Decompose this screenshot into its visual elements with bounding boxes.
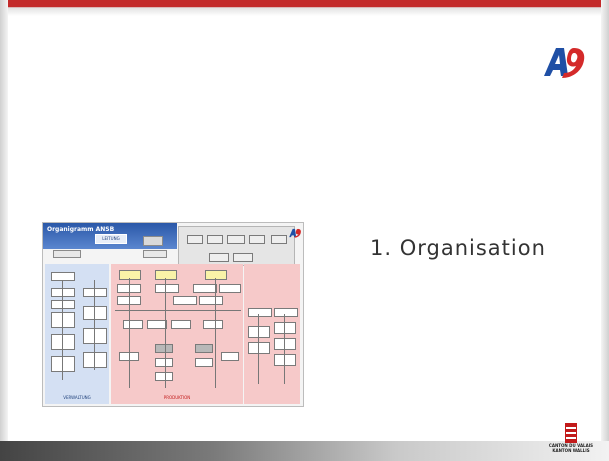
connector-line [258,314,259,384]
org-box [173,296,197,305]
unit-box [155,344,173,353]
unit-box [195,344,213,353]
org-chart-title: Organigramm ANSB [47,226,115,233]
canton-valais-flag-icon [565,423,577,443]
org-box [155,358,173,367]
org-box [195,358,213,367]
canton-name-fr: CANTON DU VALAIS [548,443,594,448]
org-box [51,300,75,309]
division-box [205,270,227,280]
connector-line [115,310,241,311]
stab-box [53,250,81,258]
org-box [51,334,75,350]
connector-line [94,280,95,370]
org-box [147,320,167,329]
org-box [83,352,107,368]
division-box [155,270,177,280]
org-box [274,354,296,366]
connector-line [215,278,216,388]
org-box [248,342,270,354]
org-box [193,284,217,293]
a9-logo [544,48,585,78]
head-director-box [143,236,163,246]
a9-logo-small [289,228,301,238]
org-box [171,320,191,329]
org-box [51,356,75,372]
org-box [155,284,179,293]
council-box [187,235,203,244]
council-area [178,226,295,266]
org-box [83,288,107,297]
technical-area [244,264,300,404]
division-box [119,270,141,280]
org-box [199,296,223,305]
council-box [249,235,265,244]
org-box [203,320,223,329]
council-box [271,235,287,244]
leitung-box: LEITUNG [95,234,127,244]
org-box [274,308,298,317]
org-box [155,372,173,381]
right-frame [601,0,609,461]
org-box [248,308,272,317]
bottom-gradient-bar [0,441,609,461]
slide-title: 1. Organisation [370,236,546,260]
canton-valais-logo: CANTON DU VALAIS KANTON WALLIS [547,423,595,457]
org-box [51,288,75,297]
org-box [219,284,241,293]
verwaltung-area: VERWALTUNG [45,264,109,404]
org-box [123,320,143,329]
org-chart-image: Organigramm ANSB LEITUNG [42,222,304,407]
org-box [221,352,239,361]
org-box [274,322,296,334]
top-red-rule [0,0,609,7]
council-box [207,235,223,244]
produktion-label: PRODUKTION [163,395,191,400]
org-box [83,306,107,320]
council-box [209,253,229,262]
verwaltung-label: VERWALTUNG [63,395,91,400]
connector-line [165,278,166,388]
org-box [51,312,75,328]
org-box [83,328,107,344]
connector-line [62,280,63,380]
produktion-area: PRODUKTION [111,264,243,404]
connector-line [129,278,130,388]
assistant-box [143,250,167,258]
connector-line [284,314,285,384]
council-box [233,253,253,262]
org-box [248,326,270,338]
org-box [274,338,296,350]
council-box [227,235,245,244]
left-frame [0,0,8,461]
org-box [51,272,75,281]
canton-name-de: KANTON WALLIS [552,448,590,453]
